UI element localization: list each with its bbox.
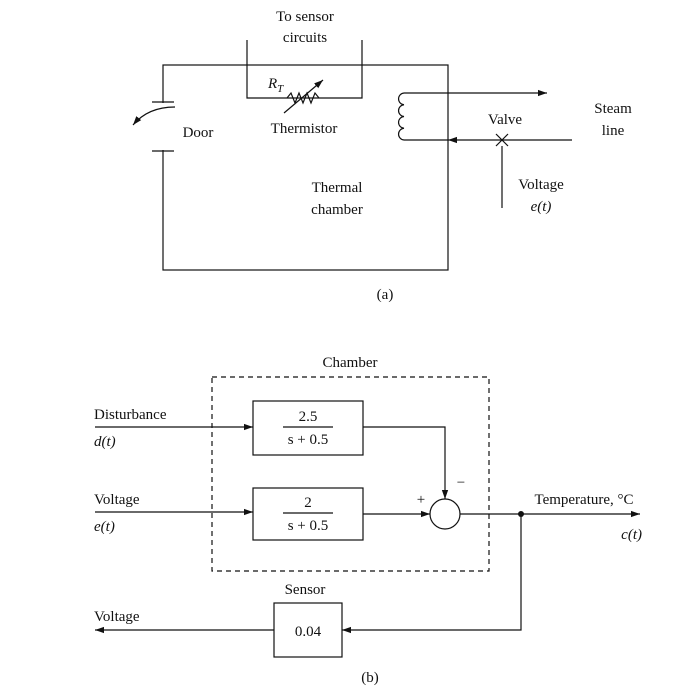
voltage-input-signal: e(t)	[94, 519, 115, 535]
to-sensor-label-line2: circuits	[283, 30, 327, 46]
thermal-chamber-label-line1: Thermal	[312, 180, 363, 196]
chamber-dashed-boundary	[211, 376, 490, 572]
sum-plus-sign: +	[417, 492, 425, 508]
chamber-title: Chamber	[323, 355, 378, 371]
disturbance-signal: d(t)	[94, 434, 116, 450]
part-b-block-diagram	[95, 376, 640, 658]
sum-minus-sign: −	[457, 475, 465, 491]
sensor-circuit-wires	[246, 40, 363, 99]
valve-label: Valve	[488, 112, 522, 128]
voltage-output-label: Voltage	[94, 609, 140, 625]
valve-voltage-signal: e(t)	[531, 199, 552, 215]
pickoff-point	[518, 511, 524, 517]
door-label: Door	[183, 125, 214, 141]
thermistor-variable-arrow	[283, 79, 324, 114]
to-sensor-label-line1: To sensor	[276, 9, 334, 25]
voltage-input-label: Voltage	[94, 492, 140, 508]
part-b-labels: Chamber Disturbance d(t) Voltage e(t) 2.…	[94, 355, 642, 686]
heating-coil-icon	[398, 92, 405, 141]
thermistor-label: Thermistor	[271, 121, 338, 137]
disturbance-transfer-block	[252, 400, 364, 456]
steam-line-label-line1: Steam	[594, 101, 632, 117]
block2-numerator: 2	[304, 495, 312, 511]
thermistor-resistor-icon	[286, 91, 320, 105]
temperature-output-label: Temperature, °C	[534, 492, 633, 508]
block2-denominator: s + 0.5	[288, 518, 329, 534]
summing-junction	[429, 498, 461, 530]
caption-a: (a)	[377, 287, 394, 303]
steam-line-label-line2: line	[602, 123, 625, 139]
sensor-title: Sensor	[285, 582, 326, 598]
sensor-gain: 0.04	[295, 624, 322, 640]
valve-voltage-label: Voltage	[518, 177, 564, 193]
door-swing-arrow	[132, 106, 176, 126]
block1-numerator: 2.5	[299, 409, 318, 425]
temperature-output-signal: c(t)	[621, 527, 642, 543]
part-a-physical-diagram	[132, 40, 572, 271]
feedback-line	[342, 514, 522, 634]
disturbance-to-sum-line	[363, 426, 449, 499]
thermal-chamber-label-line2: chamber	[311, 202, 363, 218]
caption-b: (b)	[361, 670, 379, 686]
block1-denominator: s + 0.5	[288, 432, 329, 448]
thermal-chamber-box	[162, 64, 449, 271]
part-a-labels: To sensor circuits RT Thermistor Door Va…	[183, 9, 632, 303]
disturbance-label: Disturbance	[94, 407, 167, 423]
rt-label: RT	[267, 76, 284, 95]
